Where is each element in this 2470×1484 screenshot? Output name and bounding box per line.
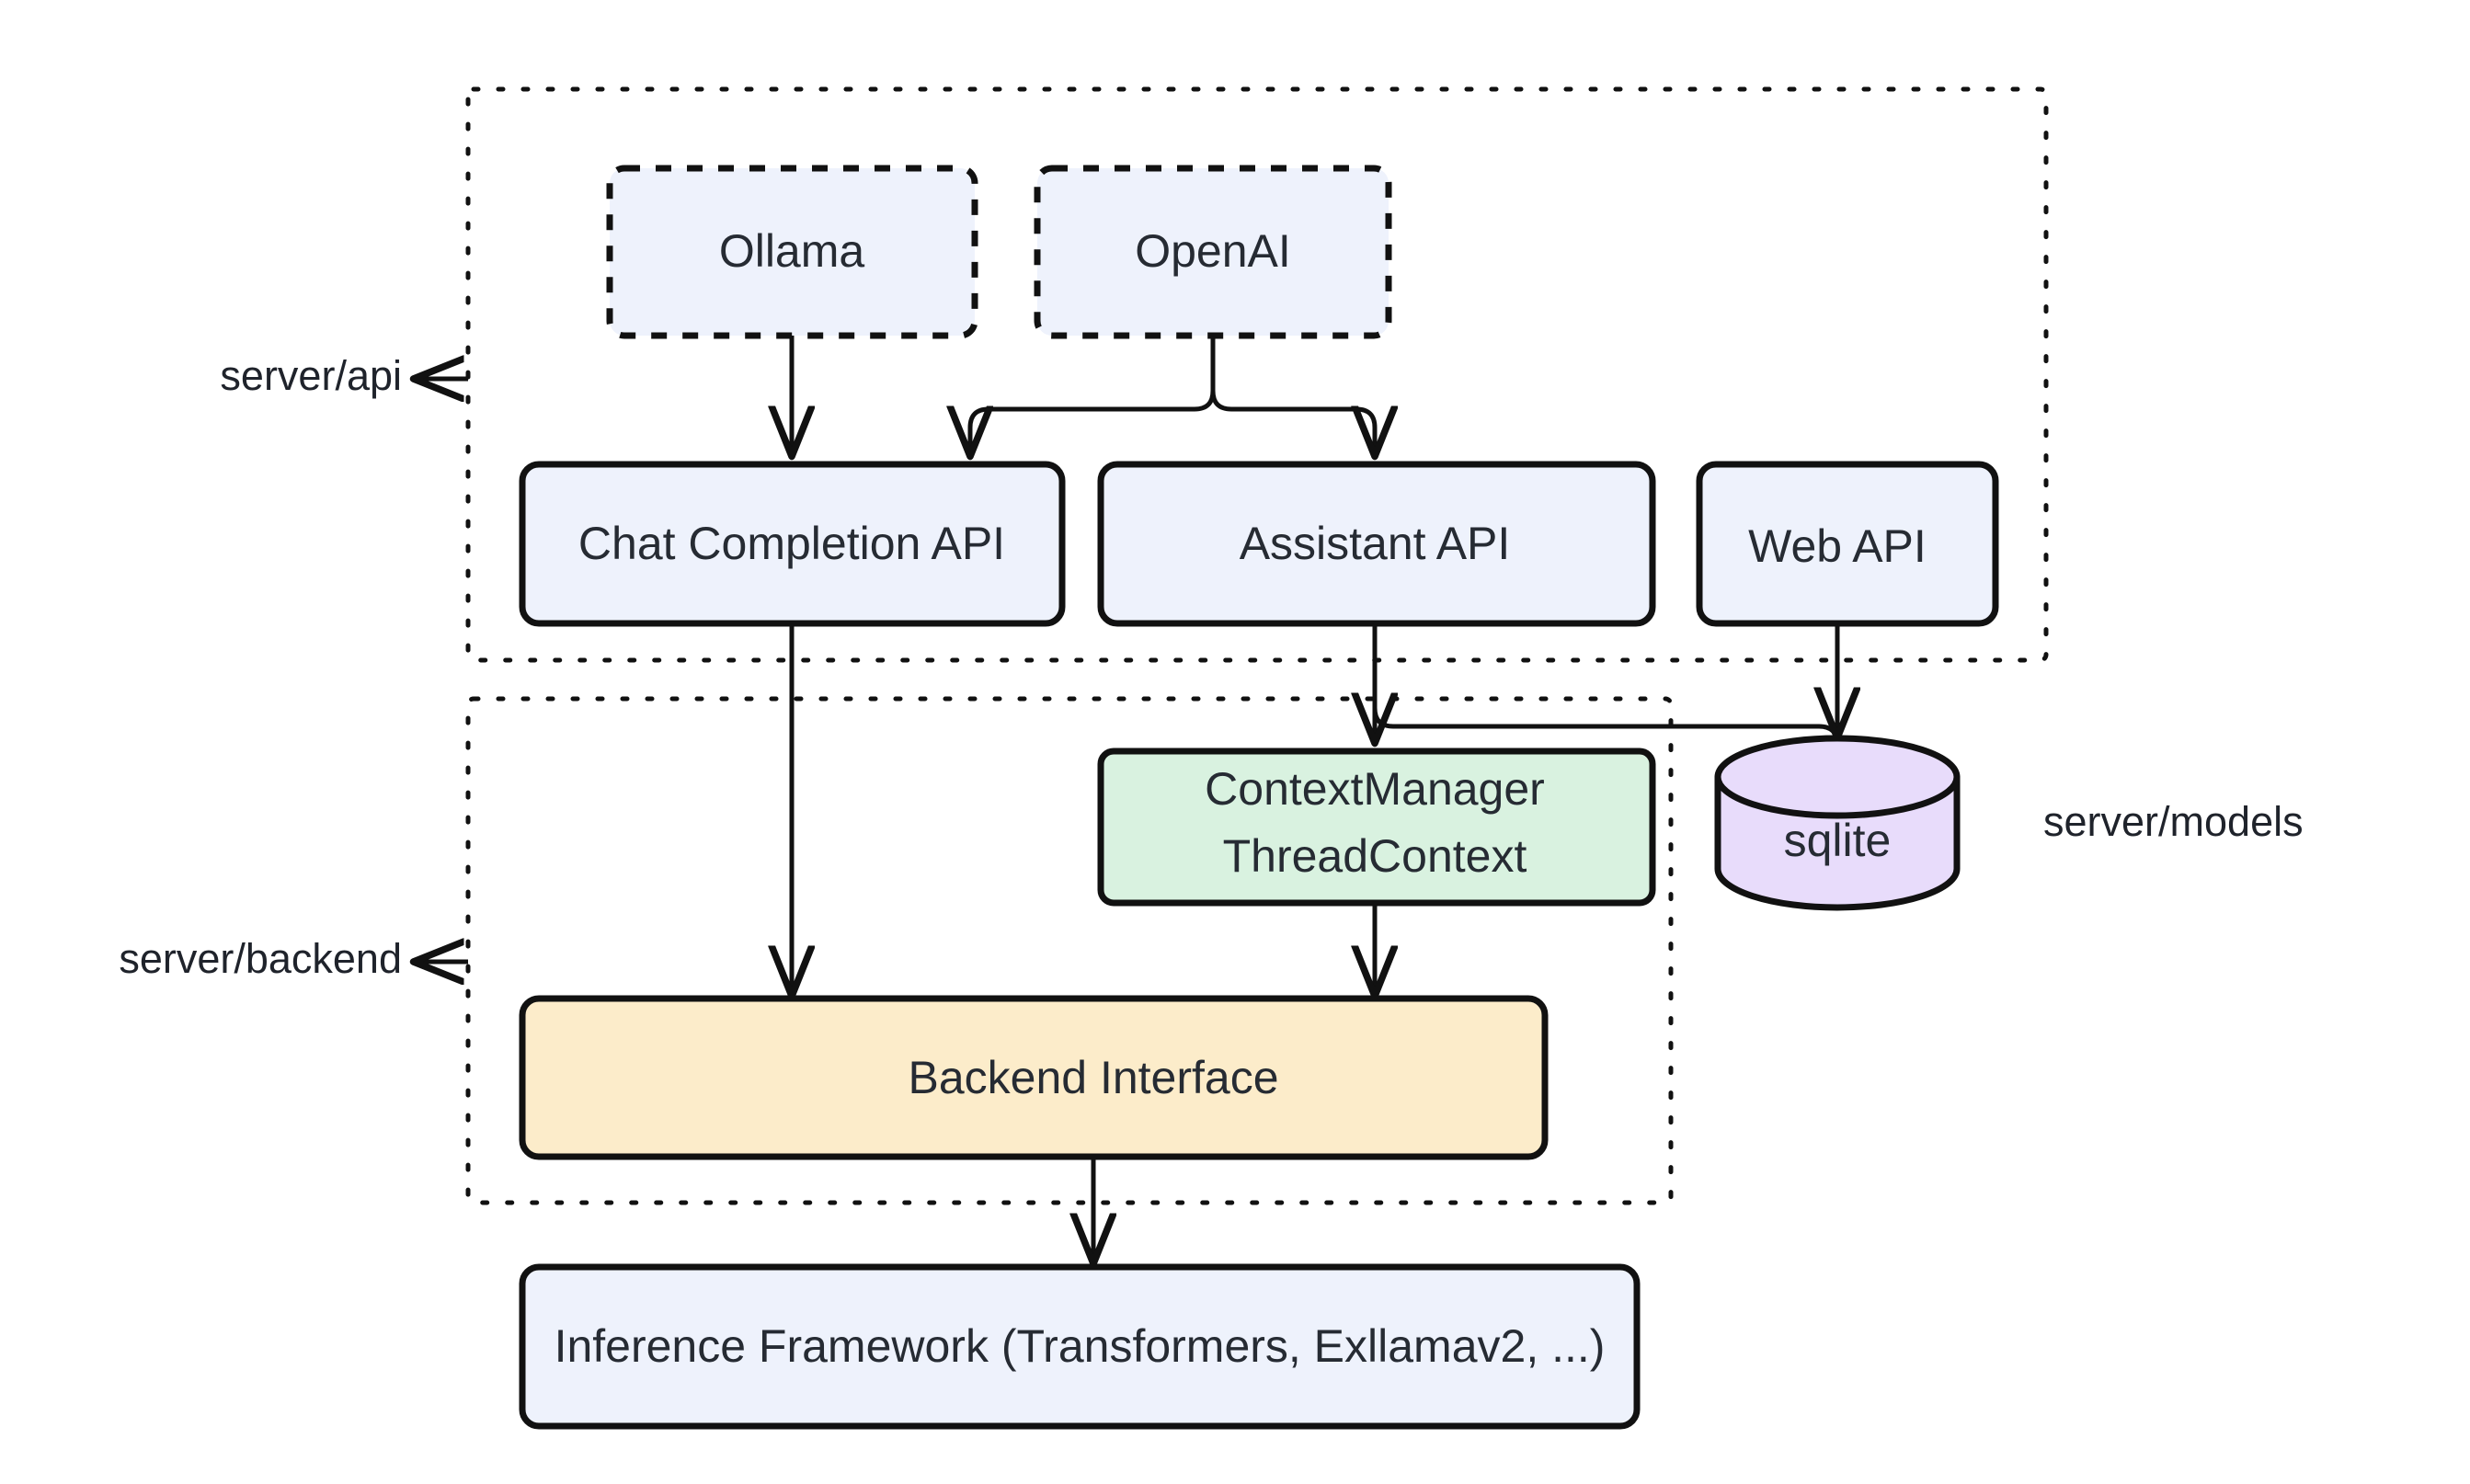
node-backend-interface[interactable]: Backend Interface: [519, 995, 1549, 1160]
node-chat-completion-api[interactable]: Chat Completion API: [519, 461, 1066, 627]
edge-openai-to-chat-completion-api: [970, 333, 1216, 454]
server-backend-label: server/backend: [119, 935, 402, 982]
node-inference-framework-shape: [519, 1263, 1641, 1430]
server-api-boundary: [465, 86, 2049, 663]
group-container-server-backend: [465, 696, 1674, 1205]
server-models-label: server/models: [2043, 798, 2304, 845]
node-sqlite-top: [1714, 735, 1961, 819]
node-inference-framework[interactable]: Inference Framework (Transformers, Exlla…: [519, 1263, 1641, 1430]
node-web-api-label: Web API: [1748, 520, 1927, 572]
node-ollama-label: Ollama: [719, 225, 865, 277]
node-context-manager-label-line2: ThreadContext: [1223, 830, 1527, 882]
group-label-server-backend: server/backend: [119, 935, 468, 982]
node-backend-interface-shape: [519, 995, 1549, 1160]
node-assistant-api-label: Assistant API: [1240, 518, 1511, 569]
node-web-api-shape: [1696, 461, 1999, 627]
node-assistant-api[interactable]: Assistant API: [1097, 461, 1656, 627]
node-backend-interface-label: Backend Interface: [908, 1052, 1278, 1103]
edge-assistant-api-to-sqlite-elbow: [1372, 621, 1840, 746]
node-openai-label: OpenAI: [1135, 225, 1291, 277]
node-ollama-shape: [606, 165, 978, 339]
node-context-manager-label-line1: ContextManager: [1205, 763, 1545, 815]
edge-openai-to-assistant-api: [1210, 333, 1375, 454]
group-container-server-api: [465, 86, 2049, 663]
server-backend-boundary: [465, 696, 1674, 1205]
group-label-server-models: server/models: [2043, 798, 2304, 845]
node-inference-framework-label: Inference Framework (Transformers, Exlla…: [555, 1320, 1606, 1372]
node-context-manager[interactable]: ContextManager ThreadContext: [1097, 748, 1656, 907]
node-openai[interactable]: OpenAI: [1034, 165, 1392, 339]
node-assistant-api-shape: [1097, 461, 1656, 627]
node-openai-shape: [1034, 165, 1392, 339]
node-web-api[interactable]: Web API: [1696, 461, 1999, 627]
node-chat-completion-api-shape: [519, 461, 1066, 627]
node-sqlite-label: sqlite: [1784, 815, 1892, 866]
group-label-server-api: server/api: [220, 352, 468, 399]
node-context-manager-shape: [1097, 748, 1656, 907]
node-ollama[interactable]: Ollama: [606, 165, 978, 339]
server-api-label: server/api: [220, 352, 402, 399]
node-chat-completion-api-label: Chat Completion API: [578, 518, 1005, 569]
node-sqlite[interactable]: sqlite: [1714, 735, 1961, 911]
